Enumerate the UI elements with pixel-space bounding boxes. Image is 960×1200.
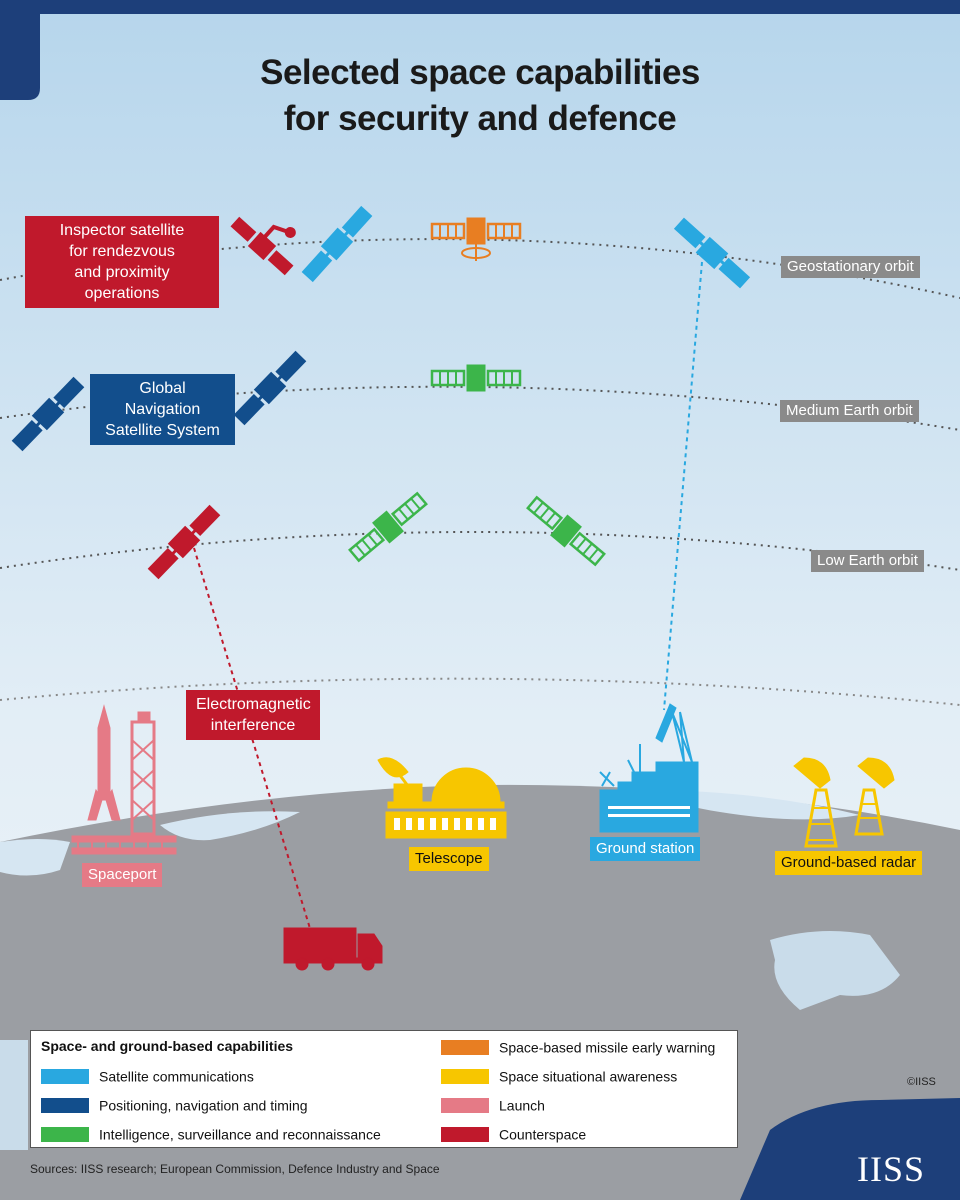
missile-warning-satellite-icon <box>430 216 522 261</box>
orbit-low <box>0 531 960 571</box>
gnss-callout-line-1: Global Navigation <box>124 380 201 418</box>
spaceport-icon <box>71 704 177 855</box>
legend-item-ssa: Space situational awareness <box>441 1067 678 1085</box>
gnss-callout-line-2: Satellite System <box>105 422 220 439</box>
gnss-callout: Global Navigation Satellite System <box>90 374 235 445</box>
legend-item-launch: Launch <box>441 1096 545 1114</box>
earth-sea-5 <box>0 1040 28 1150</box>
legend-item-pnt: Positioning, navigation and timing <box>41 1096 308 1114</box>
legend-swatch-isr <box>41 1126 89 1142</box>
orbit-label-geostationary: Geostationary orbit <box>781 256 920 278</box>
copyright-notice: ©IISS <box>907 1076 936 1088</box>
legend-item-satcom: Satellite communications <box>41 1067 254 1085</box>
orbit-label-low: Low Earth orbit <box>811 550 924 572</box>
legend-item-counterspace: Counterspace <box>441 1125 587 1143</box>
legend-label-warning: Space-based missile early warning <box>499 1039 716 1056</box>
orbit-label-medium: Medium Earth orbit <box>780 400 919 422</box>
jammer-truck-icon <box>283 927 383 971</box>
legend-swatch-satcom <box>41 1068 89 1084</box>
spaceport-label: Spaceport <box>82 863 163 887</box>
legend: Space- and ground-based capabilities Sat… <box>30 1030 738 1148</box>
legend-label-pnt: Positioning, navigation and timing <box>99 1097 308 1114</box>
legend-label-isr: Intelligence, surveillance and reconnais… <box>99 1126 381 1143</box>
infographic-title: Selected space capabilities for security… <box>0 50 960 142</box>
emi-callout-line-2: interference <box>210 717 296 734</box>
inspector-callout-line-3: and proximity operations <box>74 264 170 302</box>
legend-swatch-warning <box>441 1039 489 1055</box>
legend-label-launch: Launch <box>499 1097 545 1114</box>
title-line-2: for security and defence <box>283 99 677 138</box>
emi-callout-line-1: Electromagnetic <box>196 696 311 713</box>
legend-swatch-pnt <box>41 1097 89 1113</box>
inspector-callout-line-2: for rendezvous <box>69 243 175 260</box>
emi-link-line <box>193 547 313 936</box>
atmosphere-line <box>0 677 960 706</box>
sources-note: Sources: IISS research; European Commiss… <box>30 1162 440 1176</box>
ground-radar-label: Ground-based radar <box>775 851 923 875</box>
ground-station-icon <box>599 703 699 833</box>
ground-station-label: Ground station <box>590 837 701 861</box>
telescope-icon <box>377 757 507 839</box>
brand-corner <box>740 1098 960 1200</box>
legend-swatch-launch <box>441 1097 489 1113</box>
legend-item-warning: Space-based missile early warning <box>441 1038 716 1056</box>
inspector-satellite-icon <box>230 216 296 276</box>
telescope-label: Telescope <box>409 847 489 871</box>
inspector-callout-line-1: Inspector satellite <box>59 222 185 239</box>
inspector-satellite-callout: Inspector satellite for rendezvous and p… <box>25 216 219 308</box>
legend-label-counterspace: Counterspace <box>499 1126 587 1143</box>
earth-sea-1 <box>0 839 70 876</box>
legend-label-ssa: Space situational awareness <box>499 1068 678 1085</box>
earth-sea-4 <box>770 931 900 1010</box>
corner-tab <box>0 14 40 100</box>
legend-label-satcom: Satellite communications <box>99 1068 254 1085</box>
iiss-logo: IISS <box>857 1149 926 1189</box>
title-line-1: Selected space capabilities <box>260 53 700 92</box>
earth-sea-2 <box>160 811 300 841</box>
emi-callout: Electromagnetic interference <box>186 690 320 740</box>
legend-swatch-ssa <box>441 1068 489 1084</box>
legend-item-isr: Intelligence, surveillance and reconnais… <box>41 1125 381 1143</box>
legend-title: Space- and ground-based capabilities <box>41 1038 294 1054</box>
legend-swatch-counterspace <box>441 1126 489 1142</box>
ground-radar-icon <box>793 757 895 848</box>
satcom-link-line <box>663 261 703 711</box>
